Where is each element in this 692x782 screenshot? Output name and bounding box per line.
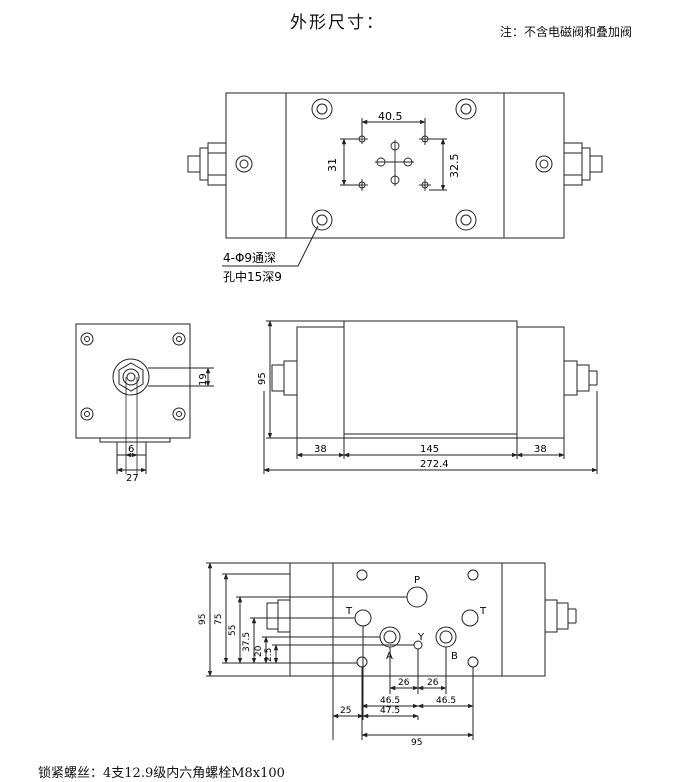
top-left-end-cap — [225, 92, 287, 239]
end-bolt-icon — [172, 407, 186, 421]
port-p-icon — [406, 586, 428, 608]
callout-leader — [222, 225, 319, 267]
side-body — [343, 320, 518, 439]
port-a-label: A — [386, 651, 393, 662]
end-view — [75, 323, 214, 474]
top-port-pattern — [356, 133, 431, 191]
bottom-dim-55: 55 — [228, 625, 238, 636]
top-bolt-icon — [311, 209, 333, 231]
bottom-bolt-icon — [356, 569, 368, 581]
callout-line-1: 4-Φ9通深 — [223, 251, 276, 265]
port-t-right-label: T — [479, 606, 487, 617]
bottom-dim-37-5: 37.5 — [242, 632, 252, 652]
bottom-left-connector — [266, 599, 291, 633]
dim-40-5: 40.5 — [378, 110, 403, 123]
bottom-dim-46-5-left: 46.5 — [380, 696, 400, 706]
note-text: 注：不含电磁阀和叠加阀 — [500, 25, 633, 39]
top-bolt-icon — [455, 209, 477, 231]
dim-32-5: 32.5 — [448, 154, 461, 179]
bottom-bolt-icon — [467, 656, 479, 668]
top-bolt-icon — [311, 98, 333, 120]
bottom-bolt-icon — [356, 656, 368, 668]
bottom-bolt-icon — [467, 569, 479, 581]
bottom-dim-20: 20 — [254, 645, 264, 657]
side-left-connector — [271, 360, 298, 396]
side-dim-272-4: 272.4 — [420, 459, 449, 470]
footer-note: 锁紧螺丝：4支12.9级内六角螺栓M8x100 — [38, 766, 285, 781]
bottom-dim-95-width: 95 — [411, 738, 422, 748]
port-a-icon — [379, 626, 401, 648]
bottom-dim-26-left: 26 — [398, 678, 410, 688]
page-title: 外形尺寸： — [290, 13, 385, 33]
top-left-screw-icon — [235, 155, 253, 173]
bottom-dim-75: 75 — [214, 614, 224, 625]
bottom-dim-2-5: 2.5 — [264, 648, 274, 662]
end-dim-27: 27 — [126, 473, 139, 484]
bottom-dim-95: 95 — [198, 614, 208, 625]
bottom-view — [206, 562, 577, 740]
end-bolt-icon — [80, 407, 94, 421]
top-right-end-cap — [503, 92, 565, 239]
side-right-cap — [516, 326, 565, 439]
bottom-right-connector — [544, 599, 577, 633]
top-right-connector — [563, 142, 603, 186]
port-y-label: Y — [417, 632, 425, 643]
side-dim-38-right: 38 — [534, 444, 547, 455]
port-t-left-label: T — [345, 606, 353, 617]
side-view — [263, 320, 598, 474]
end-bolt-icon — [80, 332, 94, 346]
top-view — [187, 92, 603, 267]
side-dim-38-left: 38 — [314, 444, 327, 455]
end-dim-6: 6 — [128, 444, 134, 455]
bottom-left-cap — [289, 562, 334, 677]
bottom-dim-47-5: 47.5 — [380, 706, 400, 716]
port-b-icon — [435, 626, 457, 648]
port-b-label: B — [451, 651, 458, 662]
top-bolt-icon — [455, 98, 477, 120]
end-dim-19: 19 — [198, 373, 209, 386]
side-dim-145: 145 — [420, 444, 439, 455]
side-right-connector — [563, 360, 598, 396]
bottom-dim-25: 25 — [340, 706, 351, 716]
end-bolt-icon — [172, 332, 186, 346]
top-right-screw-icon — [535, 155, 553, 173]
side-dim-95: 95 — [257, 372, 268, 385]
port-t-right-icon — [461, 609, 479, 627]
top-left-connector — [187, 142, 227, 186]
port-p-label: P — [414, 575, 420, 586]
bottom-dim-46-5-right: 46.5 — [436, 696, 456, 706]
bottom-right-cap — [501, 562, 546, 677]
callout-line-2: 孔中15深9 — [223, 269, 282, 284]
port-t-left-icon — [354, 609, 372, 627]
bottom-dim-26-right: 26 — [427, 678, 439, 688]
dim-31: 31 — [326, 158, 339, 172]
end-fitting-icon — [112, 358, 150, 396]
side-left-cap — [296, 326, 345, 439]
